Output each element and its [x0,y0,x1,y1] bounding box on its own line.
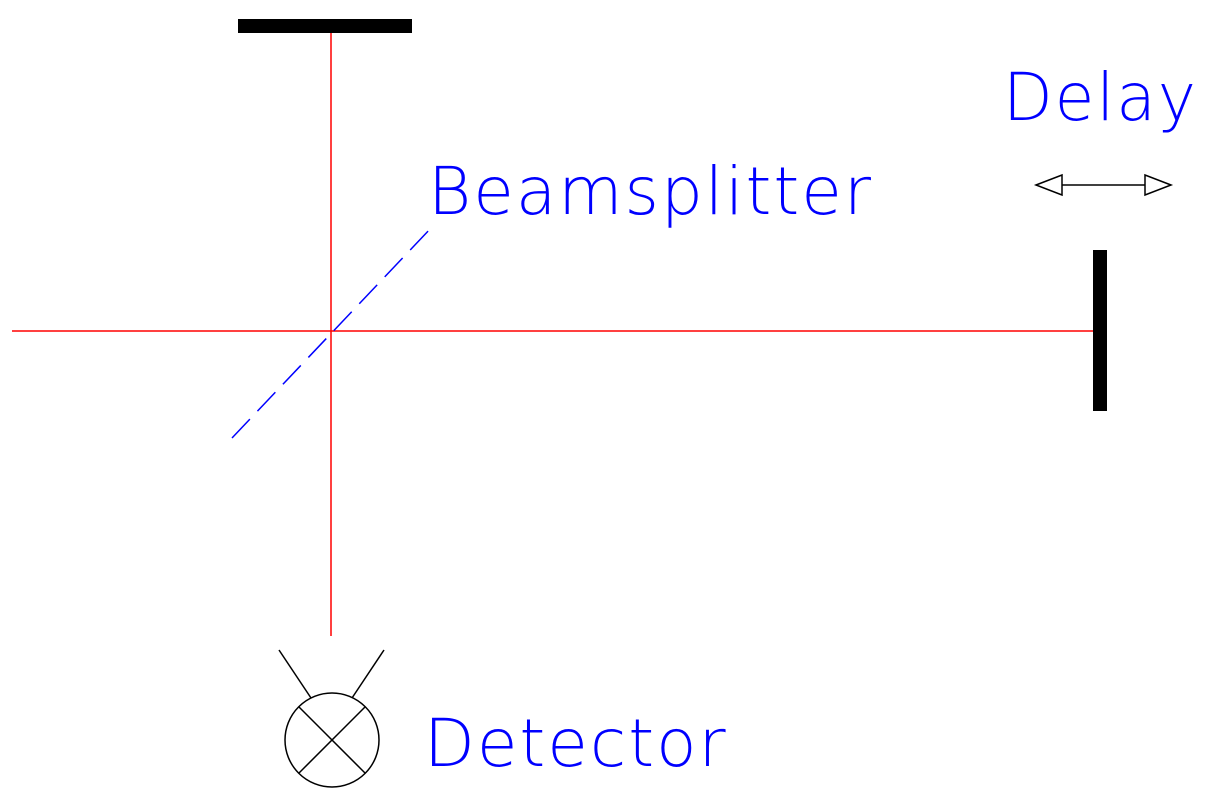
mirror-icon [238,19,412,33]
beamsplitter-label: Beamsplitter [428,153,873,230]
double-arrow-icon [1033,173,1174,197]
movable-mirror-icon [1093,250,1107,411]
detector-icon [278,649,385,788]
delay-label: Delay [1003,59,1198,136]
beam-paths [12,28,1098,636]
detector-label: Detector [424,705,728,782]
beamsplitter-plate [231,226,433,439]
